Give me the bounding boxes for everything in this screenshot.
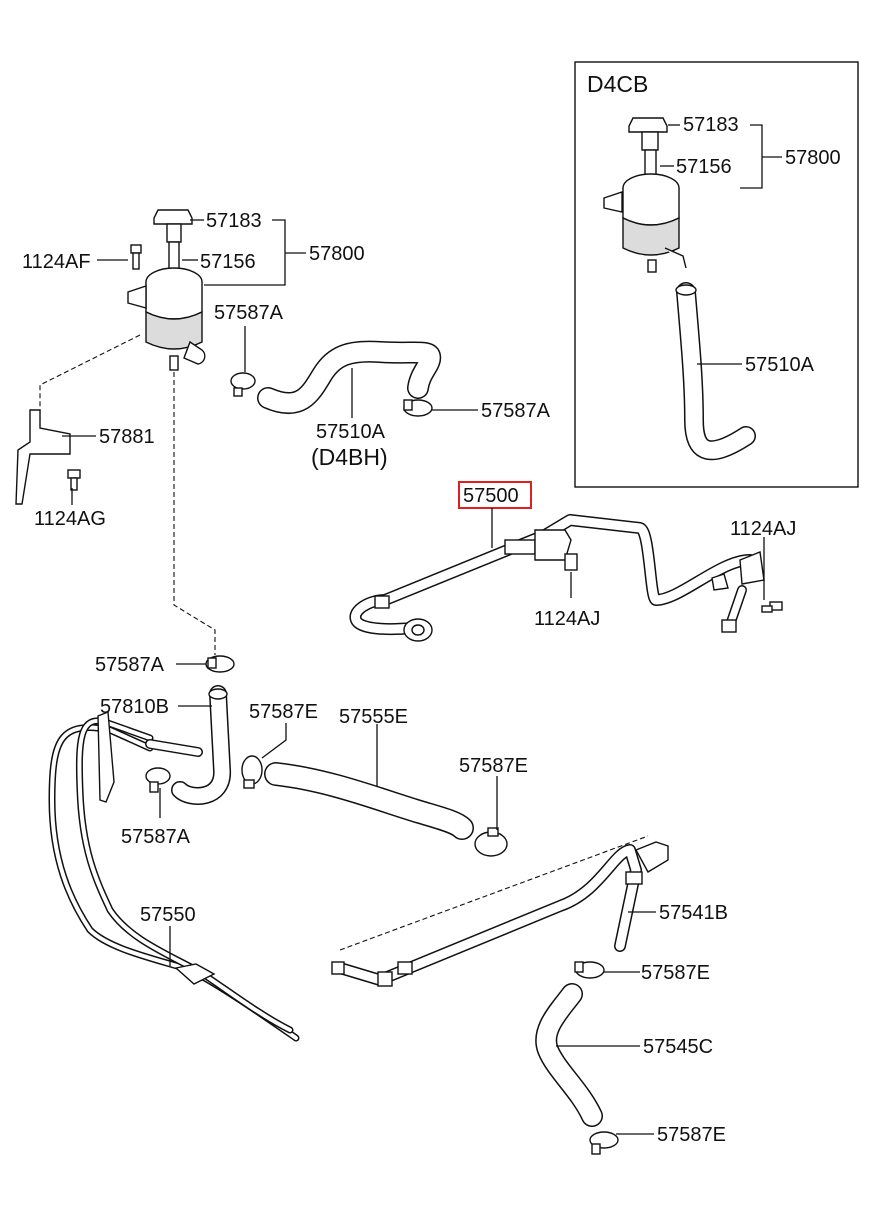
- highlight-box: [458, 481, 532, 509]
- inset-frame: [574, 61, 859, 488]
- hose-57810b-icon: [171, 685, 231, 805]
- reservoir-icon: [127, 209, 206, 371]
- clamp-right-icon: [403, 399, 433, 417]
- inset-engine-label: D4CB: [587, 71, 648, 97]
- cooler-line-57550-icon: [48, 710, 300, 1042]
- bolt-1124af-icon: [130, 244, 142, 270]
- callout-cap: 57183: [206, 210, 262, 232]
- clamp-e4-icon: [589, 1131, 619, 1155]
- callout-clamp-a-right: 57587A: [481, 400, 551, 422]
- bracket-icon: [15, 409, 81, 505]
- clamp-left-icon: [230, 372, 256, 397]
- inset-callout-hose: 57510A: [745, 354, 815, 376]
- callout-bolt-top: 1124AF: [22, 251, 91, 273]
- callout-filter: 57156: [200, 251, 256, 273]
- callout-assembly: 57800: [309, 243, 365, 265]
- callout-clamp-a-left: 57587A: [214, 302, 284, 324]
- callout-hose-b: 57810B: [100, 696, 169, 718]
- callout-bolt-line-mid: 1124AJ: [534, 608, 600, 630]
- callout-bracket: 57881: [99, 426, 155, 448]
- callout-hose-c: 57555E: [339, 706, 408, 728]
- callout-bolt-line-right: 1124AJ: [730, 518, 796, 540]
- inset-callout-cap: 57183: [683, 114, 739, 136]
- inset-callout-assembly: 57800: [785, 147, 841, 169]
- callout-clamp-a-low: 57587A: [121, 826, 191, 848]
- callout-clamp-e-3: 57587E: [641, 962, 710, 984]
- clamp-low-icon: [145, 767, 171, 793]
- inset-reservoir-icon: [603, 117, 687, 273]
- hose-57545c-icon: [535, 983, 603, 1127]
- clamp-e1-icon: [241, 755, 263, 789]
- callout-cooler-line: 57550: [140, 904, 196, 926]
- inset-d4cb: D4CB 57183 57156 57800 57510A: [574, 61, 859, 488]
- hose-57510a-icon: [257, 340, 442, 415]
- callout-clamp-e-1: 57587E: [249, 701, 318, 723]
- pressure-line-57500-icon: [349, 514, 783, 642]
- callout-line-highlighted: 57500: [463, 485, 519, 507]
- callout-tube-d: 57541B: [659, 902, 728, 924]
- clamp-mid-icon: [205, 655, 235, 673]
- hose-57555e-icon: [264, 762, 474, 840]
- callout-hose-a: 57510A: [316, 421, 386, 443]
- inset-hose-icon: [675, 282, 756, 461]
- callout-clamp-e-4: 57587E: [657, 1124, 726, 1146]
- callout-clamp-a-mid: 57587A: [95, 654, 165, 676]
- callout-bolt-bracket: 1124AG: [34, 508, 106, 530]
- callout-hose-a-variant: (D4BH): [311, 444, 388, 470]
- callout-clamp-e-2: 57587E: [459, 755, 528, 777]
- tube-57541b-icon: [331, 841, 669, 987]
- callout-hose-e: 57545C: [643, 1036, 713, 1058]
- clamp-e2-icon: [474, 827, 508, 857]
- clamp-e3-icon: [574, 961, 605, 979]
- inset-callout-filter: 57156: [676, 156, 732, 178]
